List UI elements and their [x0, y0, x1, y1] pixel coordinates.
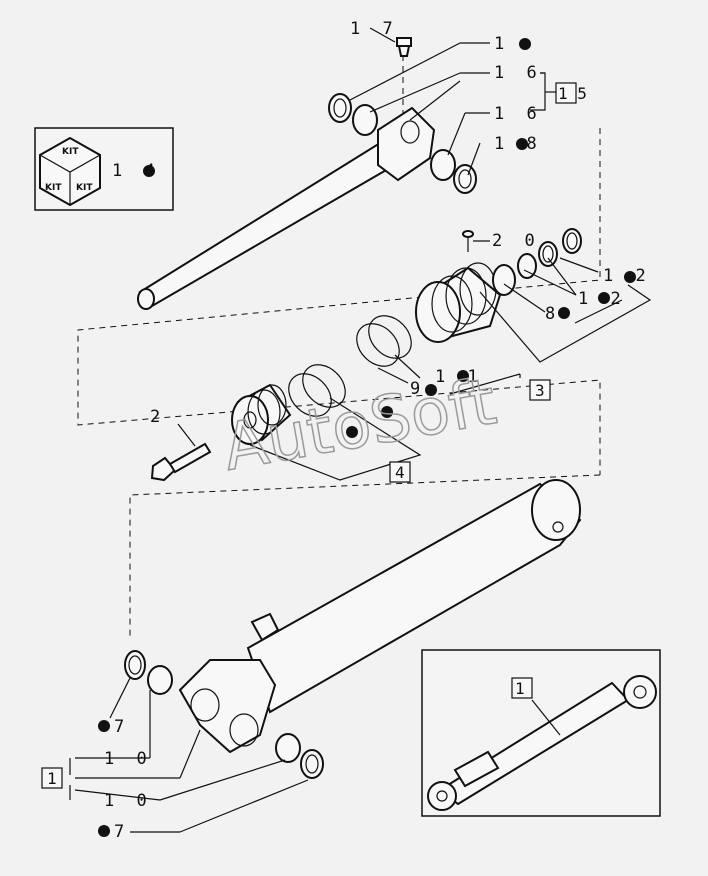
callout-1-inset-box	[511, 677, 533, 699]
callout-20: 2 0	[492, 231, 541, 251]
callout-7-top: 7	[114, 717, 130, 737]
callout-3-box	[529, 379, 551, 401]
kit-dot-18	[516, 138, 528, 150]
bleed-screw	[462, 230, 474, 252]
kit-dot-7-bottom	[98, 825, 110, 837]
kit-dot-1	[519, 38, 531, 50]
piston-bolt	[150, 442, 212, 482]
callout-18: 1 8	[494, 134, 543, 154]
callout-labels: 1 7 1 1 6 1 5 1 6 1 8 1 4 2 0 1 2 1 2 8 …	[41, 19, 646, 842]
kit-dot-9	[425, 384, 437, 396]
callout-4: 4	[395, 463, 405, 482]
callout-16-bottom: 1 6	[494, 104, 543, 124]
rod-eye-bushings	[328, 93, 477, 194]
piston	[231, 364, 346, 445]
callout-1-box	[41, 767, 63, 789]
cylinder-head	[415, 228, 582, 343]
barrel-bushings	[124, 650, 324, 779]
grease-nipple	[396, 37, 412, 57]
callout-10-bottom: 1 0	[104, 791, 153, 811]
leader-lines	[69, 27, 652, 833]
kit-dot-piston-ring	[346, 426, 358, 438]
assembly-guide-lines	[77, 55, 601, 640]
head-o-rings	[356, 315, 412, 367]
callout-14: 1 4	[112, 161, 161, 181]
kit-dot-7-top	[98, 720, 110, 732]
callout-15-box	[555, 82, 577, 104]
kit-label-left: KIT	[45, 183, 62, 193]
watermark: AutoSoft	[218, 365, 502, 486]
callout-9: 9	[410, 379, 426, 399]
kit-dot-8	[558, 307, 570, 319]
callout-1: 1	[494, 34, 510, 54]
callout-17: 1 7	[350, 19, 399, 39]
callout-1-bottom: 1	[47, 769, 57, 788]
kit-label-right: KIT	[76, 183, 93, 193]
callout-16-top: 1 6	[494, 63, 543, 83]
callout-7-bottom: 7	[114, 822, 130, 842]
callout-10-top: 1 0	[104, 749, 153, 769]
kit-dot-14	[143, 165, 155, 177]
cylinder-barrel	[178, 479, 582, 754]
callout-2: 2	[150, 407, 166, 427]
kit-dot-12-bottom	[598, 292, 610, 304]
kit-dot-11	[457, 370, 469, 382]
callout-1-inset: 1	[515, 679, 525, 698]
kit-dot-piston-seal	[381, 406, 393, 418]
kit-label-top: KIT	[62, 147, 79, 157]
callout-15: 1 5	[558, 84, 587, 103]
callout-4-box	[389, 461, 411, 483]
piston-rod	[137, 106, 436, 310]
callout-8: 8	[545, 304, 561, 324]
kit-dot-12-top	[624, 271, 636, 283]
assembled-cylinder-inset	[421, 649, 661, 817]
callout-3: 3	[535, 381, 545, 400]
